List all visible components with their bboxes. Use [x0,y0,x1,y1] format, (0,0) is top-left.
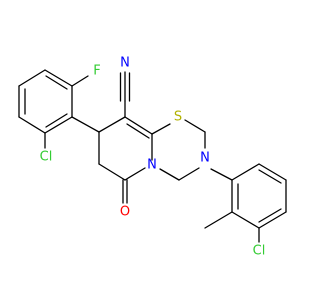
atom-label-oxygen: O [120,205,130,220]
atom-label-fluorine: F [93,64,100,79]
atom-label-ring-nitrogen-5: N [147,158,157,173]
atom-label-ring-nitrogen-3: N [200,151,210,166]
molecule-canvas: N F S N N Cl O Cl [18,55,287,259]
atom-labels: N F S N N Cl O Cl [40,56,266,259]
atom-label-chlorine-left: Cl [40,150,53,165]
molecule-structure: N F S N N Cl O Cl [18,56,287,259]
atom-label-chlorine-right: Cl [253,244,266,259]
atom-label-sulfur: S [174,110,182,125]
atom-label-nitrile-nitrogen: N [120,56,130,71]
bonds [18,69,287,243]
